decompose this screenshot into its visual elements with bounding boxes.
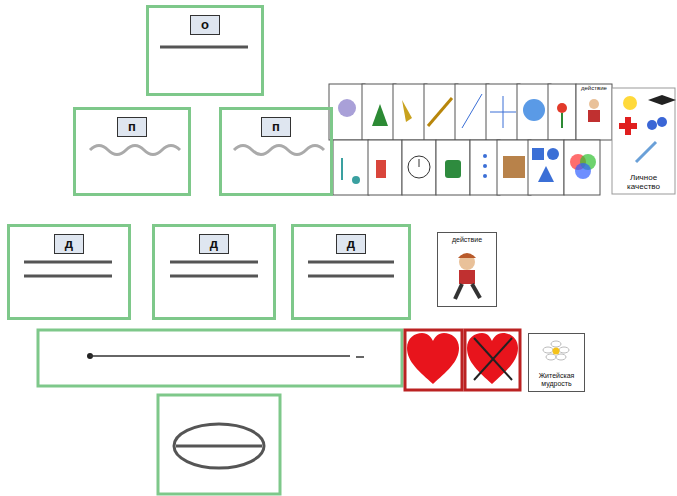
part-letter: п [117, 117, 147, 137]
boy-figure [455, 253, 480, 299]
ellipse-box [158, 395, 280, 494]
cap [648, 95, 676, 105]
double-lines [24, 262, 394, 276]
sentence-part-box: д [7, 224, 131, 320]
wavy-line [90, 146, 180, 155]
part-letter: о [190, 15, 220, 35]
subject-line [160, 46, 248, 49]
ellipse [174, 424, 264, 468]
chamomile [543, 341, 569, 360]
card-caption: действие [452, 236, 482, 244]
card-frame [612, 88, 675, 194]
card-cluster [329, 84, 612, 195]
sentence-part-box: д [291, 224, 411, 320]
heart [467, 333, 518, 384]
ellipse-line [176, 445, 262, 448]
picture-card: Житейская мудрость [528, 333, 585, 392]
heart [407, 333, 459, 384]
cross [474, 338, 512, 380]
picture-card: Личное качество [612, 88, 675, 194]
picture-card: действие [437, 232, 497, 307]
figure [647, 120, 657, 130]
part-letter: д [199, 234, 229, 254]
part-letter: п [261, 117, 291, 137]
cross [474, 338, 512, 380]
heart-frame [465, 330, 520, 390]
sword [636, 142, 656, 162]
smiley [623, 96, 637, 110]
wavy-line [234, 146, 324, 155]
part-letter: д [54, 234, 84, 254]
dot-line [90, 355, 350, 357]
line-box [38, 330, 402, 386]
card-caption: Личное качество [614, 173, 673, 191]
card-label: действие [581, 85, 607, 92]
sentence-part-box: д [152, 224, 276, 320]
card-caption: Житейская мудрость [531, 372, 582, 388]
dash [356, 356, 364, 358]
sentence-part-box: о [146, 5, 264, 96]
sentence-part-box: п [219, 107, 333, 196]
part-letter: д [336, 234, 366, 254]
heart-frame [405, 330, 462, 390]
sentence-part-box: п [73, 107, 191, 196]
cross-symbol [619, 117, 637, 135]
